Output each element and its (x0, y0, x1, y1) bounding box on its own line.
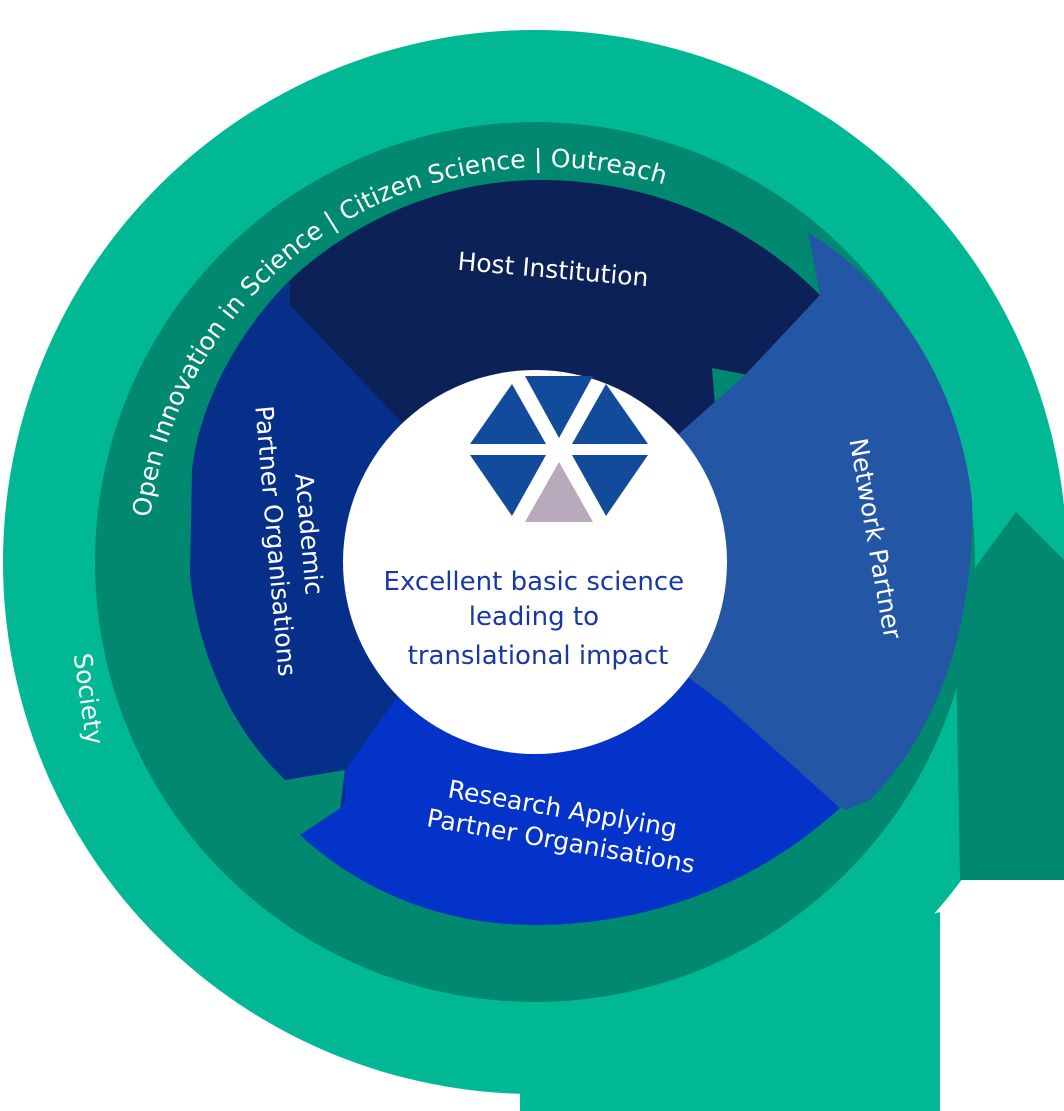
society-ring-tail (520, 912, 940, 1111)
segment-host (290, 180, 820, 562)
logo-triangle-lower-right (572, 455, 648, 516)
logo-triangle-upper-left (470, 384, 546, 444)
segment-network (535, 232, 973, 810)
logo-triangle-lower-left (470, 455, 546, 516)
logo-triangle-upper-right (572, 384, 648, 444)
hexagon-triangles-logo-icon (470, 376, 648, 522)
center-text-line: Excellent basic science (384, 567, 685, 597)
center-text-line: leading to (469, 602, 599, 632)
center-text: Excellent basic science leading to trans… (384, 567, 693, 671)
outreach-ring-arrowhead (955, 512, 1064, 880)
logo-triangle-bottom (525, 462, 593, 522)
center-text-line: translational impact (408, 641, 669, 671)
logo-triangle-top (525, 376, 593, 438)
